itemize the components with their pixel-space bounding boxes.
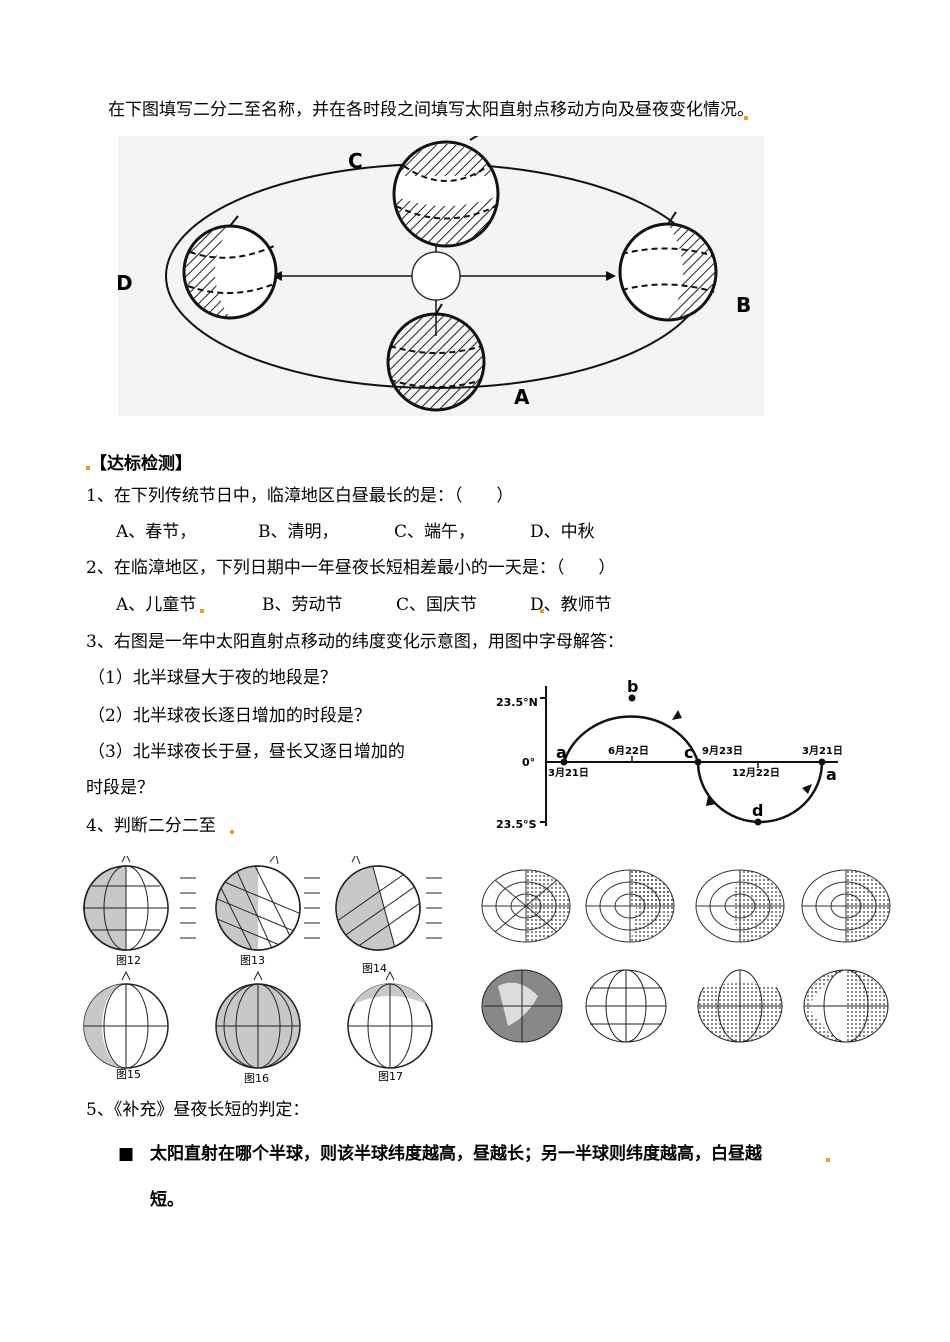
y-zero-label: 0° [522,756,535,769]
mark-dot [826,1158,830,1162]
q3-sub3: （3）北半球夜长于昼，昼长又逐日增加的 [88,742,405,762]
earth-figures-12-17: 图12 图13 图14 图15 图16 图17 [83,856,442,1085]
globe-c [392,136,500,248]
q1-option-d: D、中秋 [530,522,595,542]
globe-map-1 [481,969,563,1043]
earth-orbit-diagram: C D B A [118,136,764,416]
figure-17 [347,970,433,1069]
q2-option-b: B、劳动节 [262,595,343,615]
globe-d [182,215,278,320]
globe-grid-2 [585,969,667,1043]
sun-latitude-chart: 23.5°N 0° 23.5°S a b c d a 6月22日 9月23日 3… [496,677,843,831]
q2-option-d: D、教师节 [530,595,612,615]
mark-dot [86,466,90,470]
globe-a [386,303,486,412]
figure-13-caption: 图13 [240,954,265,967]
point-b-label: b [627,677,638,696]
sun-icon [411,251,461,301]
globe-b [618,211,718,322]
figure-12 [83,856,196,951]
globe-grid-3 [697,968,783,1043]
figure-13 [215,856,320,951]
figure-16-caption: 图16 [244,1072,269,1085]
mark-dot [230,830,234,834]
figure-15-caption: 图15 [116,1068,141,1081]
polar-view-1 [481,869,571,943]
q3-sub2: （2）北半球夜长逐日增加的时段是？ [88,706,371,726]
figure-15 [83,970,169,1069]
bullet-square: ■ [118,1144,135,1164]
label-b: B [736,293,751,317]
globe-grid-4 [803,969,889,1043]
point-c-label: c [684,743,693,762]
date-mar-start-label: 3月21日 [548,767,589,779]
rule-line-1: 太阳直射在哪个半球，则该半球纬度越高，昼越长；另一半球则纬度越高，白昼越 [150,1144,762,1164]
date-jun-label: 6月22日 [608,745,649,757]
intro-text: 在下图填写二分二至名称，并在各时段之间填写太阳直射点移动方向及昼夜变化情况。 [108,100,754,120]
polar-view-3 [695,869,785,943]
date-dec-label: 12月22日 [732,767,780,779]
q5-text: 5、《补充》昼夜长短的判定： [86,1100,310,1120]
figure-14-caption: 图14 [362,962,387,975]
polar-view-2 [585,869,675,943]
polar-globes-grid [481,869,891,1043]
q3-sub1: （1）北半球昼大于夜的地段是？ [88,668,337,688]
date-sep-label: 9月23日 [702,745,743,757]
q1-text: 1、在下列传统节日中，临漳地区白昼最长的是：（ ） [86,486,514,506]
mark-dot [540,609,544,613]
date-mar-end-label: 3月21日 [802,745,843,757]
label-c: C [348,149,363,173]
figure-14 [335,856,442,951]
point-a2-label: a [826,765,837,784]
polar-view-4 [801,869,891,943]
label-d: D [118,271,133,295]
mark-dot [200,609,204,613]
rule-line-2: 短。 [150,1190,184,1210]
q4-text: 4、判断二分二至 [86,816,216,836]
point-a-label: a [556,743,567,762]
q1-option-c: C、端午， [394,522,476,542]
point-d-label: d [752,801,763,820]
q1-option-b: B、清明， [258,522,339,542]
q3-text: 3、右图是一年中太阳直射点移动的纬度变化示意图，用图中字母解答： [86,632,624,652]
figure-12-caption: 图12 [116,954,141,967]
q3-sub3-cont: 时段是？ [86,778,154,798]
y-top-label: 23.5°N [496,696,538,709]
figure-17-caption: 图17 [378,1070,403,1083]
mark-dot [744,116,748,120]
q1-option-a: A、春节， [116,522,197,542]
q2-option-a: A、儿童节 [116,595,197,615]
section-title: 【达标检测】 [90,454,192,474]
q2-text: 2、在临漳地区，下列日期中一年昼夜长短相差最小的一天是：（ ） [86,558,616,578]
figure-16 [215,970,301,1069]
label-a: A [514,385,530,409]
q2-option-c: C、国庆节 [396,595,478,615]
y-bottom-label: 23.5°S [496,818,537,831]
